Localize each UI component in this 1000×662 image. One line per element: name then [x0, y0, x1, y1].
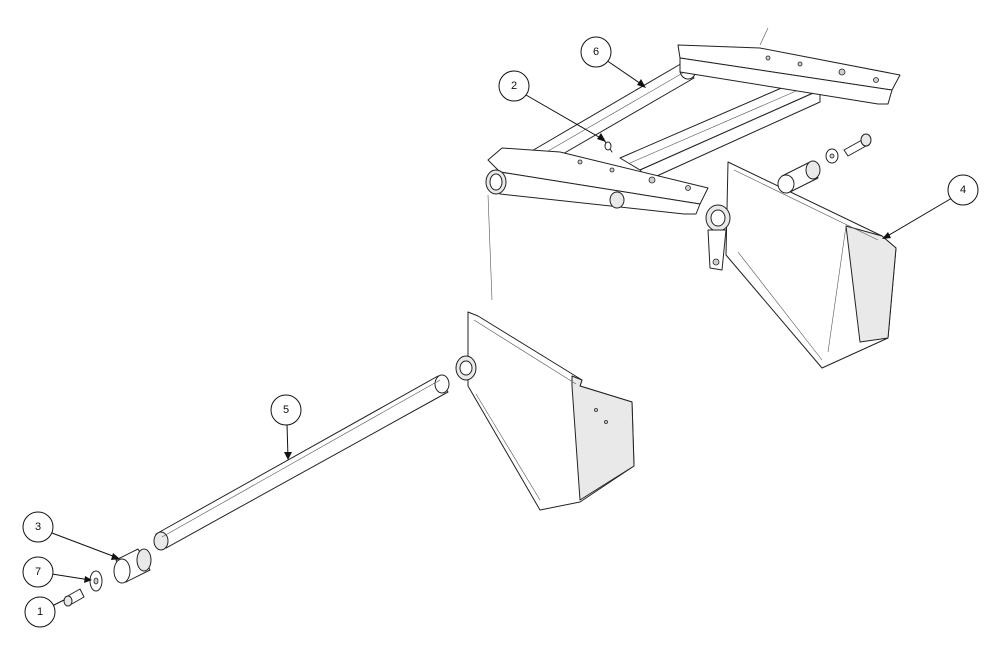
callout-label: 1 — [37, 606, 43, 618]
callout-7: 7 — [22, 556, 92, 588]
callout-label: 7 — [35, 566, 41, 578]
left-bracket — [455, 311, 635, 511]
callout-bubble — [24, 596, 56, 628]
left-side-arm — [485, 147, 709, 215]
callout-bubble — [498, 70, 530, 102]
callout-label: 6 — [593, 46, 599, 58]
callout-label: 4 — [960, 184, 966, 196]
frame-assembly — [485, 27, 901, 301]
callout-bubble — [22, 556, 54, 588]
callout-bubble — [270, 394, 302, 426]
right-side-arm — [677, 44, 901, 105]
long-shaft — [153, 374, 450, 551]
callout-4: 4 — [882, 174, 979, 239]
callout-3: 3 — [22, 511, 120, 560]
cross-bar — [619, 79, 821, 181]
callout-2: 2 — [498, 70, 606, 142]
callout-bubble — [22, 511, 54, 543]
right-bracket — [705, 161, 897, 369]
callout-label: 2 — [511, 80, 517, 92]
callout-1: 1 — [24, 596, 65, 628]
callout-6: 6 — [580, 36, 646, 88]
callout-5: 5 — [270, 394, 302, 460]
left-hardware — [63, 548, 152, 607]
right-hardware — [777, 133, 872, 194]
callout-label: 3 — [35, 521, 41, 533]
callout-bubble — [947, 174, 979, 206]
small-pin — [603, 139, 613, 153]
callout-bubble — [580, 36, 612, 68]
callout-label: 5 — [283, 404, 289, 416]
